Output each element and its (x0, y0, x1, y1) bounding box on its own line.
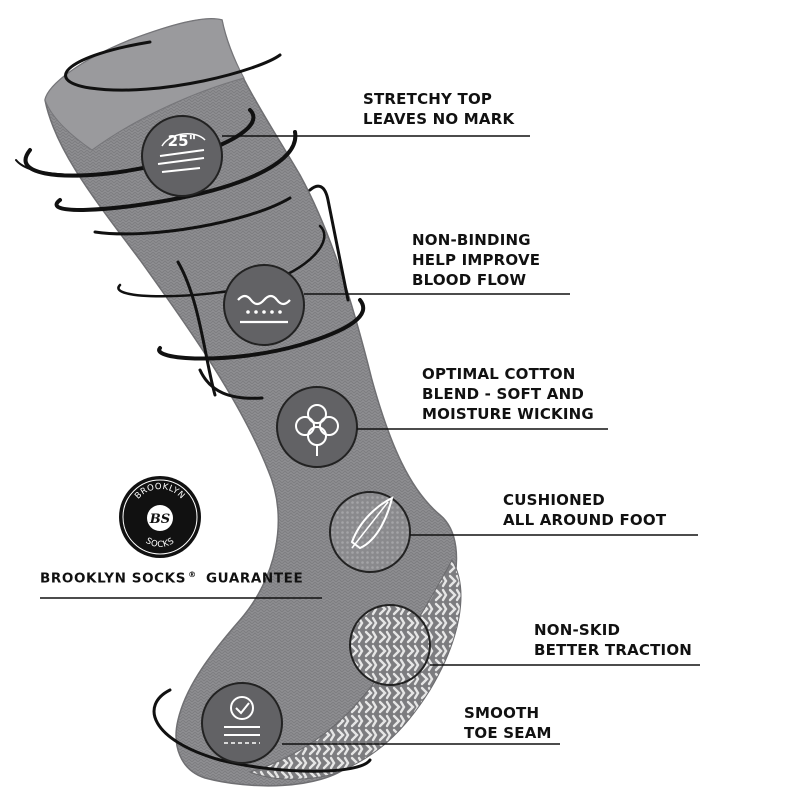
registered-mark: ® (188, 570, 197, 579)
feature-line: OPTIMAL COTTON (422, 365, 576, 383)
feature-line: BLEND - SOFT AND (422, 385, 584, 403)
feature-line: STRETCHY TOP (363, 90, 493, 108)
leader-lines (40, 135, 700, 745)
feature-toe-seam: SMOOTH TOE SEAM (464, 703, 552, 743)
feature-non-skid: NON-SKID BETTER TRACTION (534, 620, 692, 660)
feature-line: LEAVES NO MARK (363, 110, 515, 128)
feature-line: BETTER TRACTION (534, 641, 693, 659)
badge-cushioned (329, 491, 411, 573)
brooklyn-socks-logo: BROOKLYN SOCKS BS (119, 476, 201, 558)
feature-line: TOE SEAM (464, 724, 552, 742)
badge-toe-seam (201, 682, 283, 764)
feature-line: MOISTURE WICKING (422, 405, 594, 423)
feature-line: NON-BINDING (412, 231, 531, 249)
badge-cotton-blend (276, 386, 358, 468)
feature-line: HELP IMPROVE (412, 251, 541, 269)
feature-line: BLOOD FLOW (412, 271, 527, 289)
feature-stretchy-top: STRETCHY TOP LEAVES NO MARK (363, 89, 514, 129)
feature-non-binding: NON-BINDING HELP IMPROVE BLOOD FLOW (412, 230, 540, 290)
feature-line: SMOOTH (464, 704, 540, 722)
guarantee-brand-name: BROOKLYN SOCKS (40, 570, 187, 587)
svg-text:SOCKS: SOCKS (144, 536, 177, 550)
feature-line: CUSHIONED (503, 491, 605, 509)
guarantee-word: GUARANTEE (206, 570, 304, 587)
svg-text:BS: BS (149, 512, 170, 527)
feature-line: NON-SKID (534, 621, 621, 639)
badge-stretchy-top: 25" (141, 115, 223, 197)
brand-guarantee: BROOKLYN SOCKS® GUARANTEE (40, 570, 303, 587)
feature-cotton-blend: OPTIMAL COTTON BLEND - SOFT AND MOISTURE… (422, 364, 594, 424)
badge-non-skid (349, 604, 431, 686)
feature-cushioned: CUSHIONED ALL AROUND FOOT (503, 490, 666, 530)
badge-non-binding (223, 264, 305, 346)
feature-line: ALL AROUND FOOT (503, 511, 667, 529)
